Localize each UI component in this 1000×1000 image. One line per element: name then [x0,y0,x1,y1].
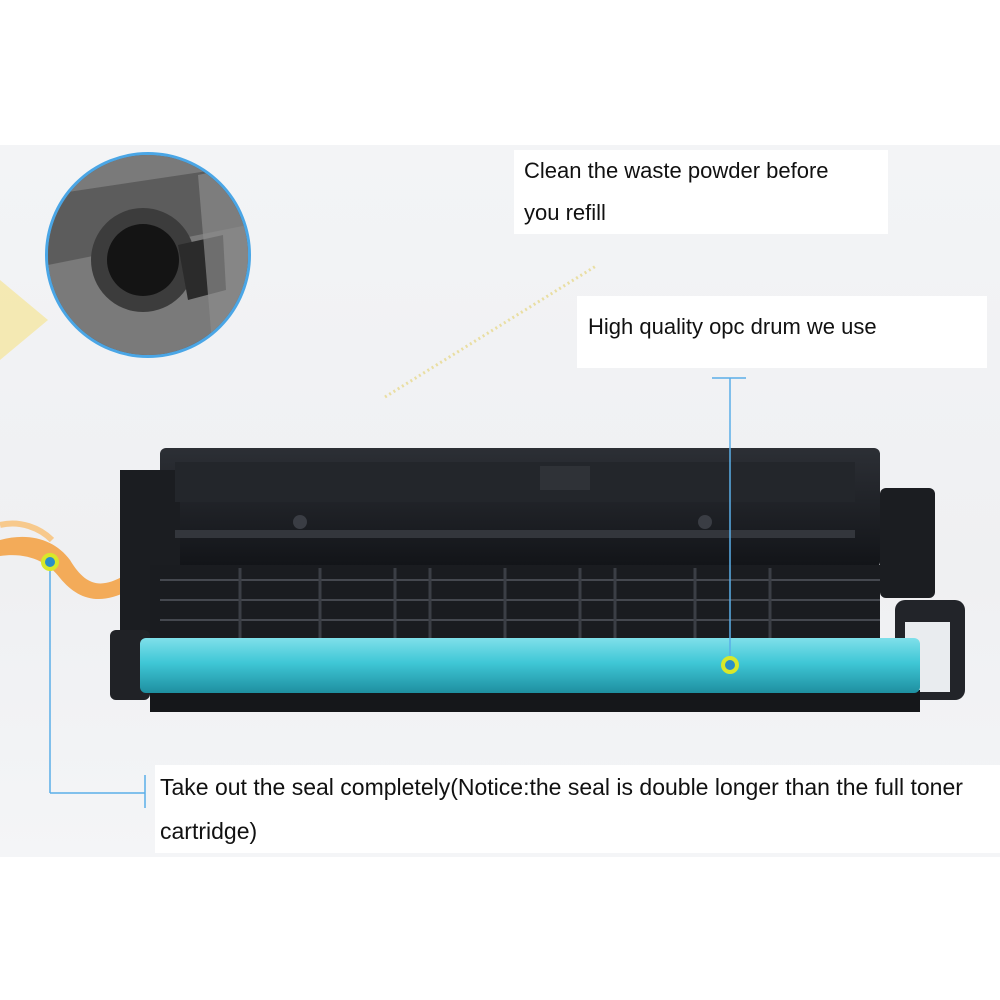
waste-powder-callout: Clean the waste powder before you refill [514,150,888,234]
seal-line2: cartridge) [160,818,258,844]
arrow-tip-left [0,280,48,360]
waste-hopper-zoom-detail [45,152,251,358]
opc-drum [140,638,920,693]
seal-callout: Take out the seal completely(Notice:the … [155,765,1000,853]
leader-lines [49,377,746,808]
seal-tape [0,520,130,600]
waste-powder-line2: you refill [524,200,606,225]
opc-drum-text: High quality opc drum we use [588,314,877,339]
waste-powder-line1: Clean the waste powder before [524,158,829,183]
drum-marker-dot-inner [725,660,735,670]
seal-line1: Take out the seal completely(Notice:the … [160,774,963,800]
seal-marker-dot-inner [45,557,55,567]
opc-drum-callout: High quality opc drum we use [577,296,987,368]
pointer-line [384,264,597,399]
waste-hopper-detail-drawing [48,155,248,355]
